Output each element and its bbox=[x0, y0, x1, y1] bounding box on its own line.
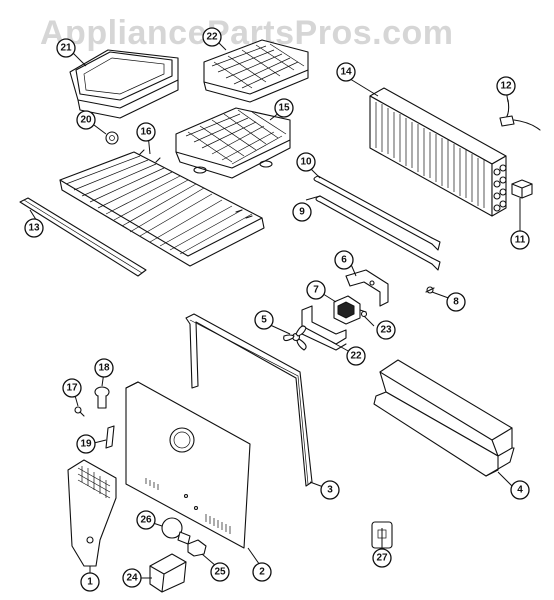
part-light-shield bbox=[149, 553, 187, 593]
callout-11: 11 bbox=[510, 230, 530, 250]
svg-text:5: 5 bbox=[261, 315, 267, 326]
callout-22-top: 22 bbox=[202, 27, 222, 47]
svg-text:1: 1 bbox=[87, 577, 93, 588]
svg-text:7: 7 bbox=[313, 285, 319, 296]
callout-2: 2 bbox=[252, 562, 272, 582]
part-evaporator bbox=[369, 87, 507, 217]
callout-14: 14 bbox=[336, 62, 356, 82]
svg-text:13: 13 bbox=[28, 223, 40, 234]
part-control-housing bbox=[67, 459, 117, 567]
callout-8: 8 bbox=[446, 292, 466, 312]
svg-text:11: 11 bbox=[515, 235, 526, 246]
part-fan-blade bbox=[283, 325, 307, 351]
callout-6: 6 bbox=[334, 250, 354, 270]
callout-27: 27 bbox=[372, 548, 392, 568]
part-terminal bbox=[511, 179, 533, 199]
svg-text:22: 22 bbox=[206, 32, 218, 43]
callout-10: 10 bbox=[296, 152, 316, 172]
svg-text:21: 21 bbox=[60, 43, 72, 54]
svg-text:17: 17 bbox=[66, 383, 78, 394]
svg-text:14: 14 bbox=[340, 67, 352, 78]
part-wire-shelf bbox=[59, 149, 265, 267]
svg-text:9: 9 bbox=[299, 207, 305, 218]
callout-17: 17 bbox=[62, 378, 82, 398]
callout-12: 12 bbox=[496, 76, 516, 96]
callout-22: 22 bbox=[346, 346, 366, 366]
svg-text:6: 6 bbox=[341, 255, 347, 266]
part-plug bbox=[94, 386, 110, 409]
part-shelf-channel bbox=[373, 359, 515, 477]
svg-text:26: 26 bbox=[140, 515, 152, 526]
callout-25: 25 bbox=[210, 562, 230, 582]
part-defrost-heater bbox=[313, 175, 441, 271]
svg-text:12: 12 bbox=[500, 81, 512, 92]
part-ice-bin bbox=[69, 49, 179, 119]
part-ice-tray-top bbox=[203, 39, 309, 103]
part-bracket bbox=[345, 269, 389, 307]
part-nut bbox=[105, 131, 119, 145]
callout-16: 16 bbox=[136, 122, 156, 142]
svg-text:27: 27 bbox=[376, 553, 388, 564]
svg-text:3: 3 bbox=[327, 485, 333, 496]
part-screw-17 bbox=[74, 406, 85, 417]
callout-5: 5 bbox=[254, 310, 274, 330]
callout-26: 26 bbox=[136, 510, 156, 530]
callout-13: 13 bbox=[24, 218, 44, 238]
part-screw-23 bbox=[360, 310, 368, 318]
svg-text:19: 19 bbox=[80, 439, 92, 450]
svg-text:15: 15 bbox=[278, 103, 290, 114]
callout-15: 15 bbox=[274, 98, 294, 118]
part-clip bbox=[105, 425, 115, 449]
part-gasket bbox=[185, 313, 313, 487]
svg-text:2: 2 bbox=[259, 567, 265, 578]
part-fan-motor bbox=[333, 295, 367, 325]
callout-24: 24 bbox=[122, 568, 142, 588]
svg-text:25: 25 bbox=[214, 567, 226, 578]
svg-text:4: 4 bbox=[517, 485, 523, 496]
svg-text:24: 24 bbox=[126, 573, 138, 584]
callout-18: 18 bbox=[94, 358, 114, 378]
svg-text:20: 20 bbox=[80, 115, 92, 126]
svg-text:23: 23 bbox=[380, 325, 392, 336]
part-screw-8 bbox=[425, 286, 435, 294]
callout-19: 19 bbox=[76, 434, 96, 454]
svg-text:22: 22 bbox=[350, 351, 362, 362]
callout-3: 3 bbox=[320, 480, 340, 500]
part-trim-strip bbox=[19, 197, 147, 277]
callout-21: 21 bbox=[56, 38, 76, 58]
callout-1: 1 bbox=[80, 572, 100, 592]
svg-text:18: 18 bbox=[98, 363, 110, 374]
part-back-panel bbox=[125, 381, 251, 549]
callout-4: 4 bbox=[510, 480, 530, 500]
callout-7: 7 bbox=[306, 280, 326, 300]
callout-20: 20 bbox=[76, 110, 96, 130]
part-socket bbox=[187, 539, 207, 557]
callout-23: 23 bbox=[376, 320, 396, 340]
svg-text:10: 10 bbox=[300, 157, 312, 168]
callout-9: 9 bbox=[292, 202, 312, 222]
part-sensor bbox=[499, 99, 541, 131]
part-light-bulb bbox=[161, 517, 191, 545]
part-ice-tray bbox=[175, 107, 291, 179]
svg-text:16: 16 bbox=[140, 127, 152, 138]
svg-text:8: 8 bbox=[453, 297, 459, 308]
